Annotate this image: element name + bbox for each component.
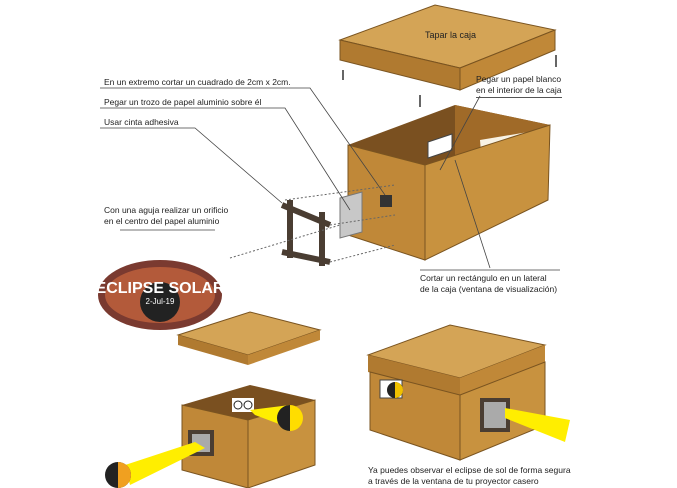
closed-box [366,324,570,461]
logo-date: 2-Jul-19 [146,297,175,306]
tape-label: Usar cinta adhesiva [104,117,179,127]
white-paper-label-2: en el interior de la caja [476,85,562,98]
needle-label-1: Con una aguja realizar un orificio [104,205,229,215]
tape-frame-icon [280,200,332,266]
needle-label-2: en el centro del papel aluminio [104,216,220,226]
window-label-1: Cortar un rectángulo en un lateral [420,273,547,283]
final-label-1: Ya puedes observar el eclipse de sol de … [368,465,571,475]
small-box-open [105,311,322,488]
cut-square-label: En un extremo cortar un cuadrado de 2cm … [104,77,291,87]
window-label-2: de la caja (ventana de visualización) [420,284,558,294]
foil-label: Pegar un trozo de papel aluminio sobre é… [104,97,262,107]
lid-label: Tapar la caja [425,30,477,40]
main-box [347,105,551,261]
eclipse-solar-logo: ECLIPSE SOLAR 2-Jul-19 [96,260,225,330]
white-paper-label-1: Pegar un papel blanco [476,74,562,84]
logo-title: ECLIPSE SOLAR [96,280,225,297]
final-label-2: a través de la ventana de tu proyector c… [368,476,539,486]
lid-top [338,4,557,107]
